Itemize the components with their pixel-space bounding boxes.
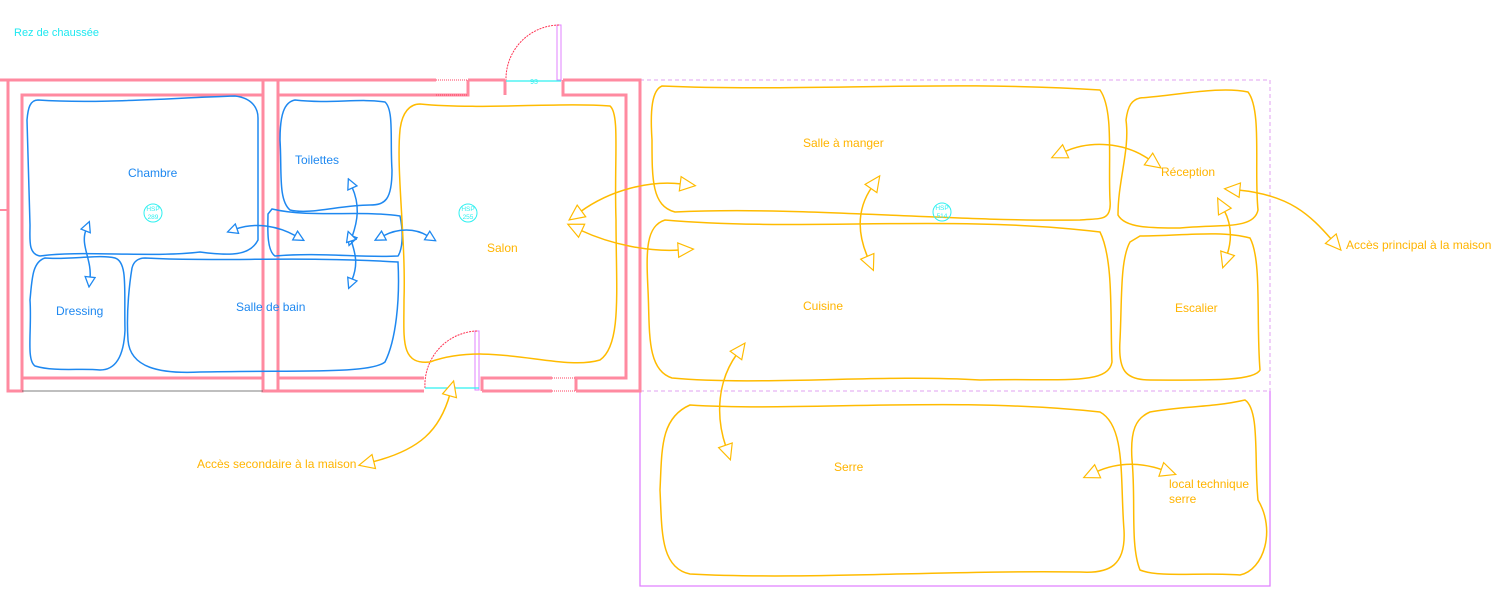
arrow-acces-principal	[1223, 182, 1342, 252]
arrow-salon-salle-a-manger	[568, 175, 697, 221]
label-local-technique-serre: serre	[1169, 492, 1197, 506]
hsp-marker: HSP 255	[458, 203, 478, 223]
label-chambre: Chambre	[128, 166, 178, 180]
door-width: 93	[530, 79, 538, 86]
room-reception[interactable]	[1117, 89, 1259, 229]
label-toilettes: Toilettes	[295, 153, 339, 167]
label-acces-principal: Accès principal à la maison	[1346, 238, 1491, 252]
arrow-manger-cuisine	[859, 174, 881, 272]
door-secondary[interactable]: 93	[424, 330, 480, 393]
arrow-corridor-bain	[351, 240, 356, 280]
svg-text:HSP: HSP	[146, 206, 159, 213]
svg-text:HSP: HSP	[935, 205, 948, 212]
extension-outline	[639, 79, 1271, 587]
svg-text:514: 514	[937, 213, 948, 220]
arrow-salon-cuisine	[566, 223, 695, 259]
label-escalier: Escalier	[1175, 301, 1218, 315]
arrow-toilettes-corridor	[352, 187, 357, 237]
svg-text:289: 289	[148, 214, 159, 221]
arrow-chambre-corridor	[236, 225, 296, 236]
room-dressing[interactable]	[29, 255, 126, 371]
room-salon[interactable]	[398, 103, 618, 364]
label-serre: Serre	[834, 460, 864, 474]
label-salle-de-bain: Salle de bain	[236, 300, 305, 314]
hsp-marker: HSP 289	[143, 203, 163, 223]
arrow-serre-local	[1082, 461, 1178, 479]
label-local-technique: local technique	[1169, 477, 1249, 491]
svg-text:HSP: HSP	[461, 206, 474, 213]
label-salon: Salon	[487, 241, 518, 255]
room-toilettes[interactable]	[279, 99, 393, 213]
arrow-reception-escalier	[1217, 196, 1236, 270]
label-salle-a-manger: Salle à manger	[803, 136, 884, 150]
room-salle-de-bain[interactable]	[126, 257, 400, 374]
floor-title: Rez de chaussée	[14, 27, 99, 39]
door-main[interactable]: 93	[505, 24, 562, 86]
room-salle-a-manger[interactable]	[650, 85, 1111, 221]
living-zone	[398, 85, 1268, 577]
private-zone	[26, 95, 403, 374]
arrow-acces-secondaire	[357, 379, 458, 470]
label-cuisine: Cuisine	[803, 299, 843, 313]
circulation-arrows	[84, 143, 1342, 479]
hsp-marker: HSP 514	[932, 202, 952, 222]
arrow-corridor-salon	[383, 229, 428, 236]
label-dressing: Dressing	[56, 304, 103, 318]
label-acces-secondaire: Accès secondaire à la maison	[197, 457, 356, 471]
arrow-cuisine-serre	[717, 341, 746, 462]
walls	[0, 78, 642, 393]
room-serre[interactable]	[659, 403, 1125, 577]
arrow-manger-reception	[1050, 143, 1163, 169]
arrow-chambre-dressing	[84, 230, 90, 278]
door-width: 93	[448, 386, 456, 393]
room-cuisine[interactable]	[646, 219, 1113, 382]
svg-text:255: 255	[463, 214, 474, 221]
room-chambre[interactable]	[26, 95, 259, 257]
label-reception: Réception	[1161, 165, 1215, 179]
